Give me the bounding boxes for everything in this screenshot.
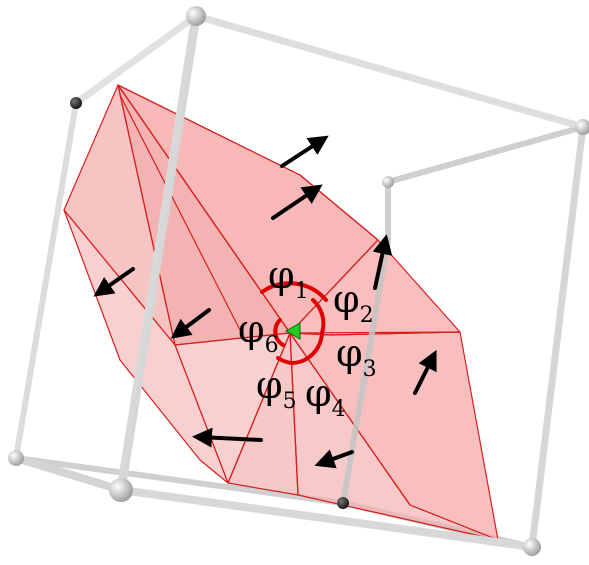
- cube-vertex: [70, 97, 82, 109]
- surface-edge: [117, 84, 301, 176]
- angle-label-phi5: φ5: [256, 363, 297, 414]
- normal-arrow: [170, 308, 211, 339]
- normal-arrows: [93, 135, 437, 469]
- cube-edge: [116, 11, 201, 495]
- phi-subscript: 6: [265, 333, 279, 358]
- surface-edge: [119, 94, 241, 331]
- cube-vertex: [186, 6, 206, 26]
- angle-arcs: [260, 281, 328, 365]
- angle-arc-phi5: [276, 356, 294, 365]
- cube-edge: [117, 486, 536, 551]
- cube-edge: [192, 12, 587, 131]
- phi-symbol: φ: [305, 371, 332, 415]
- cube-edge: [13, 100, 79, 461]
- angle-arc-phi6: [273, 318, 285, 347]
- phi-subscript: 3: [363, 357, 377, 382]
- surface-edge: [289, 239, 379, 334]
- cube-vertex: [382, 176, 394, 188]
- surface-edge: [117, 84, 176, 346]
- cube-vertex: [8, 450, 24, 466]
- angle-label-phi6: φ6: [238, 307, 279, 358]
- phi-symbol: φ: [333, 277, 360, 321]
- cube-vertex: [109, 478, 133, 502]
- cube-edge: [385, 124, 586, 185]
- normal-arrow: [93, 267, 135, 297]
- normal-arrow: [314, 449, 354, 469]
- central-vertex-marker: [284, 322, 301, 340]
- phi-subscript: 4: [332, 397, 346, 422]
- cube-edge: [72, 12, 200, 107]
- cube-vertex: [337, 497, 349, 509]
- angle-label-phi1: φ1: [268, 253, 309, 304]
- normal-arrow: [372, 234, 393, 290]
- normal-arrow: [280, 135, 329, 168]
- angle-labels: φ1 φ2 φ3 φ4 φ5 φ6: [238, 253, 377, 422]
- cube-edge: [340, 237, 391, 506]
- normal-arrow: [271, 184, 323, 220]
- cube-vertex: [523, 538, 541, 556]
- cube-vertices: [8, 6, 589, 556]
- surface-edge: [289, 332, 299, 496]
- phi-subscript: 2: [360, 303, 374, 328]
- angle-arc-phi1: [260, 281, 328, 302]
- normal-arrow: [413, 349, 437, 395]
- phi-subscript: 5: [283, 389, 297, 414]
- phi-subscript: 1: [295, 279, 309, 304]
- cube-edge: [528, 123, 587, 551]
- surface-edge: [329, 331, 461, 336]
- angle-arc-phi3: [306, 331, 324, 360]
- angle-label-phi3: φ3: [336, 331, 377, 382]
- cube-edge: [12, 454, 125, 494]
- cube-edge: [13, 455, 346, 506]
- phi-symbol: φ: [238, 307, 265, 351]
- angle-arc-phi2: [311, 298, 326, 335]
- cube-vertex: [575, 119, 589, 135]
- angle-label-phi4: φ4: [305, 371, 346, 422]
- phi-symbol: φ: [336, 331, 363, 375]
- normal-arrow: [192, 427, 263, 448]
- phi-symbol: φ: [268, 253, 295, 297]
- surface-edge: [289, 332, 411, 506]
- phi-symbol: φ: [256, 363, 283, 407]
- angle-label-phi2: φ2: [333, 277, 374, 328]
- cube-front-edges: [12, 11, 587, 551]
